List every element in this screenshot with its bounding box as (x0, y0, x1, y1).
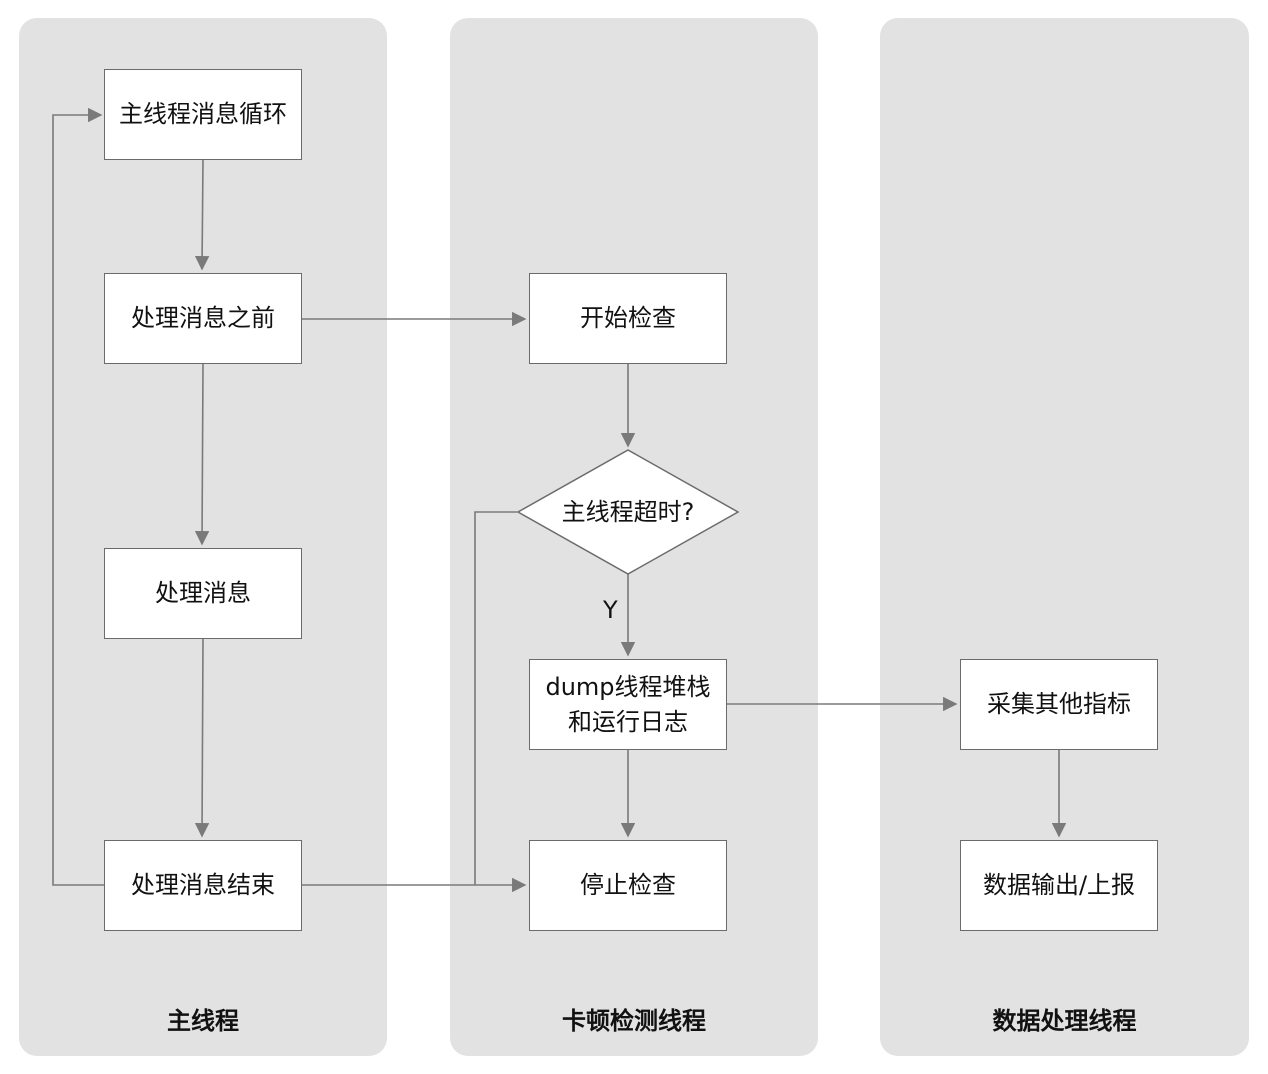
node-main-loop: 主线程消息循环 (104, 69, 302, 160)
node-before-process: 处理消息之前 (104, 273, 302, 364)
lane-title-main-thread: 主线程 (167, 1007, 239, 1035)
edge-decision-no-to-stop (474, 511, 517, 885)
lane-title-monitor-thread: 卡顿检测线程 (562, 1007, 706, 1035)
node-timeout-decision: 主线程超时? (561, 497, 695, 526)
edge-end-back-to-loop (52, 107, 104, 886)
node-dump-stack: dump线程堆栈和运行日志 (529, 659, 727, 750)
node-start-check: 开始检查 (529, 273, 727, 364)
node-collect-metrics: 采集其他指标 (960, 659, 1158, 750)
node-process: 处理消息 (104, 548, 302, 639)
lane-title-data-thread: 数据处理线程 (992, 1007, 1137, 1035)
edge-label-yes: Y (603, 596, 618, 624)
node-output-report: 数据输出/上报 (960, 840, 1158, 931)
node-process-end: 处理消息结束 (104, 840, 302, 931)
node-stop-check: 停止检查 (529, 840, 727, 931)
edge-loop-to-before (194, 159, 210, 271)
edge-before-to-process (194, 363, 210, 546)
edge-process-to-end (194, 638, 210, 838)
decision-diamond-shape (516, 449, 740, 575)
